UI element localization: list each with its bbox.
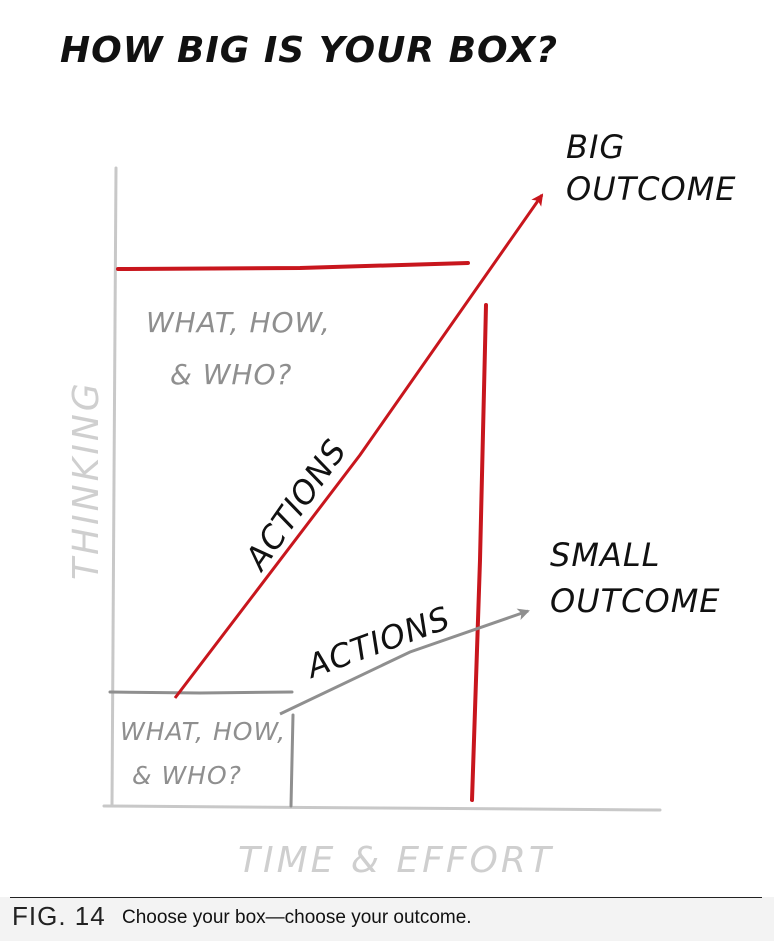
small-actions-arrow [279, 608, 530, 716]
big-box-right-line [470, 303, 488, 802]
x-axis-label: TIME & EFFORT [238, 840, 554, 881]
figure-number: FIG. 14 [12, 901, 106, 931]
caption-divider [10, 897, 762, 898]
big-box-top-line [116, 261, 470, 271]
small-actions-label: ACTIONS [300, 599, 456, 687]
big-actions-label: ACTIONS [236, 432, 354, 578]
small-box-question-line1: WHAT, HOW, [120, 717, 286, 746]
small-outcome-label-line1: SMALL [550, 536, 660, 574]
figure-caption: FIG. 14 Choose your box—choose your outc… [0, 897, 774, 941]
small-box-right-line [289, 713, 295, 808]
y-axis-label: THINKING [66, 380, 107, 580]
big-box-question-line1: WHAT, HOW, [146, 306, 331, 339]
small-box-question-line2: & WHO? [132, 761, 242, 790]
big-outcome-label-line2: OUTCOME [566, 170, 737, 208]
y-axis-line [110, 166, 118, 808]
small-box-top-line [108, 690, 294, 695]
big-actions-arrow [173, 193, 544, 699]
caption-text: Choose your box—choose your outcome. [122, 907, 472, 928]
diagram-title: HOW BIG IS YOUR BOX? [60, 30, 558, 71]
x-axis-line [102, 804, 662, 812]
small-outcome-label-line2: OUTCOME [550, 582, 721, 620]
big-outcome-label-line1: BIG [566, 128, 625, 166]
big-box-question-line2: & WHO? [170, 358, 292, 391]
